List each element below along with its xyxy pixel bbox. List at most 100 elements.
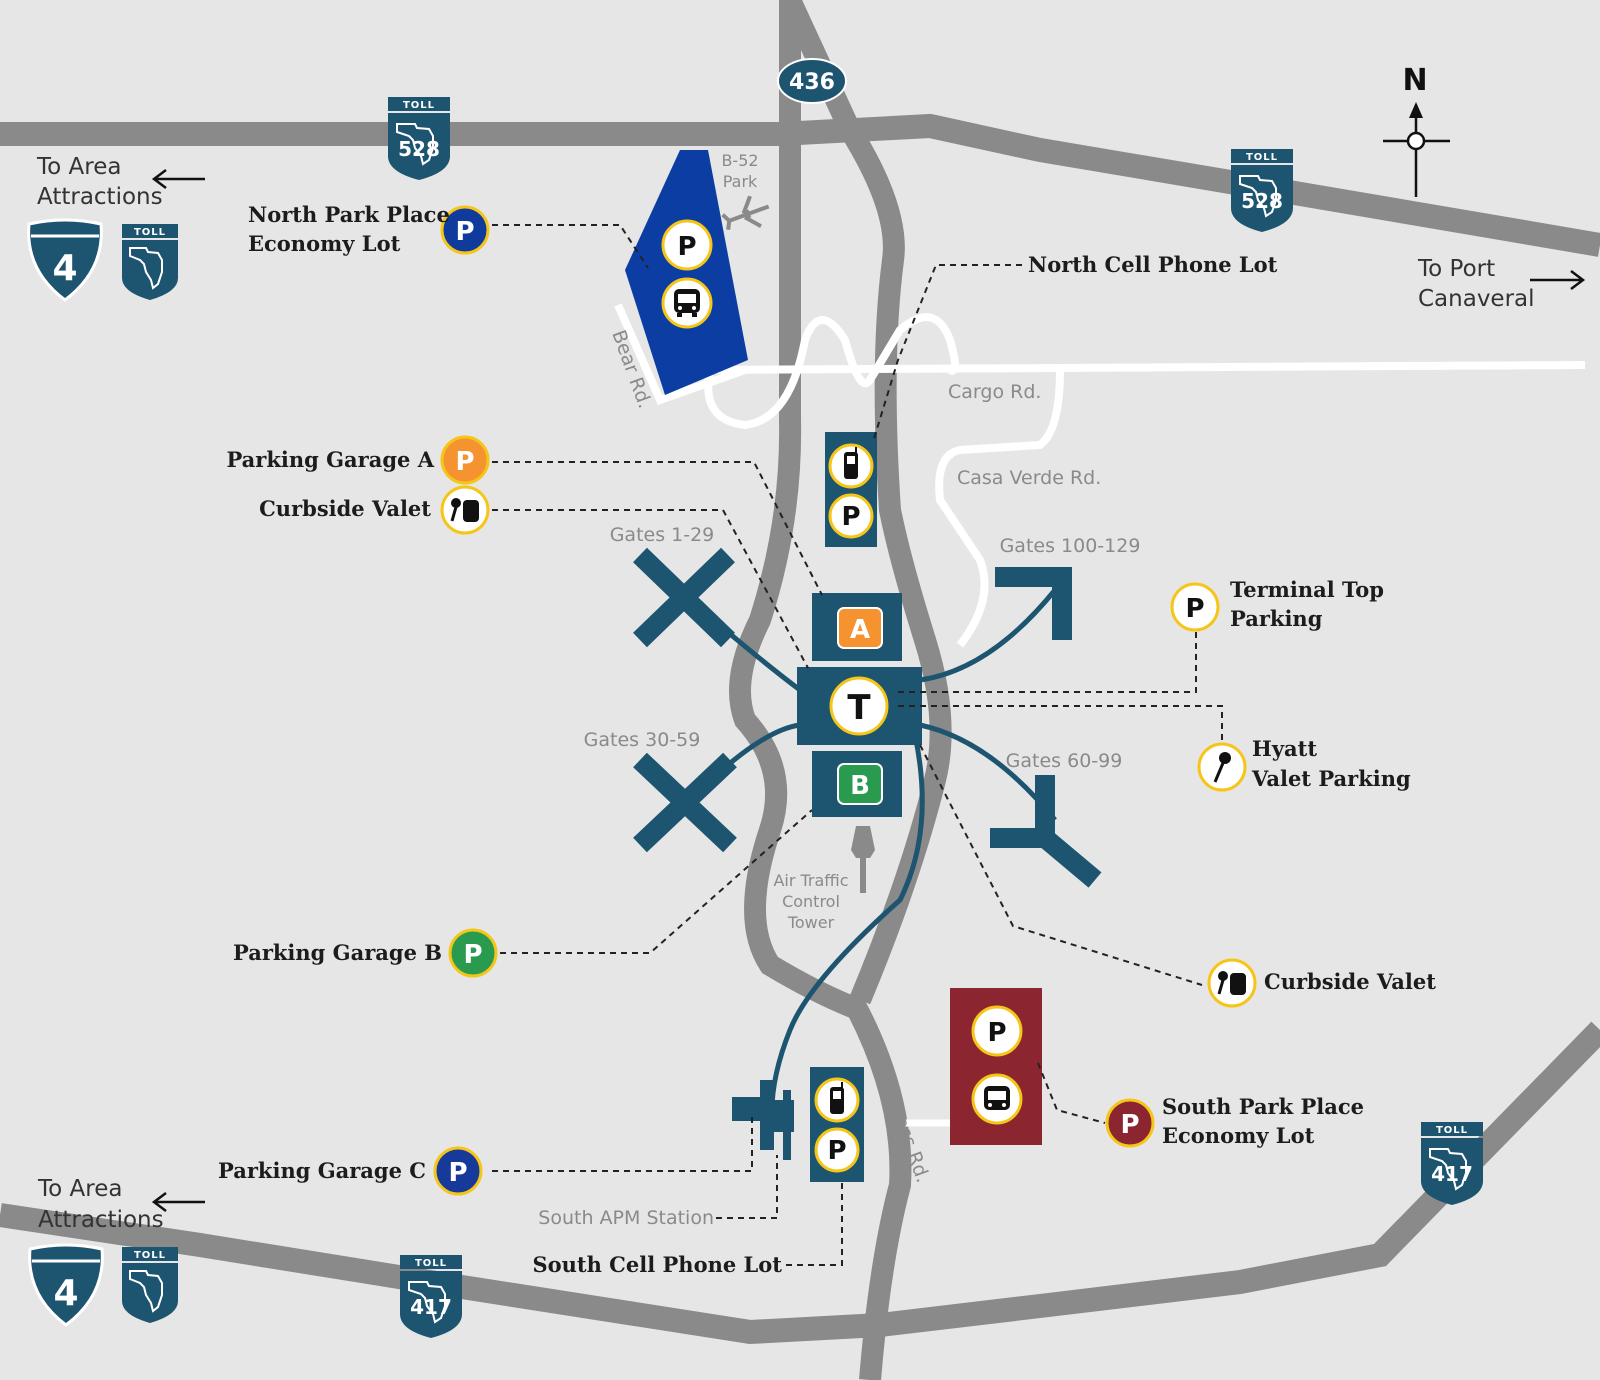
north-park-place-icon[interactable]: P <box>440 205 490 255</box>
valet-key-icon <box>1213 752 1231 783</box>
svg-text:436: 436 <box>789 70 835 95</box>
b52-park: B-52 Park <box>721 151 770 230</box>
svg-text:4: 4 <box>52 248 77 289</box>
connector-gates-100-129 <box>919 588 1057 683</box>
south-apm-label: South APM Station <box>538 1207 714 1229</box>
hyatt-label-2: Valet Parking <box>1251 766 1411 791</box>
svg-text:TOLL: TOLL <box>134 1250 166 1261</box>
curbside-valet-east-icon[interactable] <box>1207 958 1257 1008</box>
apm-track <box>769 734 925 1121</box>
svg-text:Park: Park <box>723 172 758 191</box>
gates-1-29-label: Gates 1-29 <box>610 524 715 546</box>
bear-road <box>614 303 747 406</box>
curbside-valet-west-icon[interactable] <box>440 485 490 535</box>
svg-text:Tower: Tower <box>787 913 835 932</box>
gates-1-29-airside[interactable] <box>633 547 735 648</box>
sr417-shield-south: TOLL 417 <box>399 1254 463 1339</box>
svg-text:417: 417 <box>410 1295 452 1319</box>
terminal-top-label-2: Parking <box>1230 606 1323 631</box>
south-park-place-icon[interactable]: P <box>1105 1098 1155 1148</box>
svg-text:To Port: To Port <box>1417 256 1495 282</box>
svg-text:P: P <box>448 1158 467 1188</box>
svg-text:Canaveral: Canaveral <box>1418 286 1535 312</box>
south-apm-station[interactable] <box>732 1080 794 1160</box>
gates-30-59-airside[interactable] <box>633 752 737 853</box>
garage-c-icon[interactable]: P <box>433 1146 483 1196</box>
south-park-place-lot[interactable]: P <box>950 988 1042 1145</box>
phone-icon-south <box>830 1082 844 1114</box>
north-park-place-lot[interactable]: P <box>625 150 748 395</box>
sr528-shield-west: TOLL 528 <box>387 96 451 181</box>
garage-b-icon[interactable]: P <box>448 928 498 978</box>
south-access-road <box>845 999 912 1380</box>
gates-100-129-label: Gates 100-129 <box>1000 535 1141 557</box>
garage-a-label: Parking Garage A <box>226 447 434 472</box>
svg-text:Attractions: Attractions <box>37 184 163 210</box>
cargo-loops <box>704 313 959 430</box>
casa-verde-road <box>935 369 1064 648</box>
east-direction: To Port Canaveral <box>1417 256 1586 312</box>
curbside-valet-west-label: Curbside Valet <box>259 496 431 521</box>
sr528-shield-east: TOLL 528 <box>1230 148 1294 233</box>
curbside-valet-east-label: Curbside Valet <box>1264 969 1436 994</box>
north-park-label-1: North Park Place <box>248 202 450 227</box>
phone-icon <box>844 447 858 479</box>
i4-shield-nw: 4 <box>27 218 103 302</box>
south-park-label-2: Economy Lot <box>1162 1123 1315 1148</box>
svg-text:To Area: To Area <box>36 154 121 180</box>
terminal-top-parking-icon[interactable]: P <box>1170 582 1220 632</box>
svg-text:TOLL: TOLL <box>415 1258 447 1269</box>
hyatt-valet-icon[interactable] <box>1197 742 1247 792</box>
sw-direction: To Area Attractions <box>37 1176 205 1233</box>
bus-icon-south <box>984 1086 1010 1110</box>
svg-text:TOLL: TOLL <box>1246 152 1278 163</box>
svg-text:Attractions: Attractions <box>38 1207 164 1233</box>
gates-30-59-label: Gates 30-59 <box>584 729 701 751</box>
svg-text:P: P <box>455 217 474 247</box>
south-cell-label: South Cell Phone Lot <box>532 1252 782 1277</box>
svg-text:P: P <box>827 1136 846 1166</box>
casa-verde-label: Casa Verde Rd. <box>957 467 1101 489</box>
gates-100-129-airside[interactable] <box>995 567 1072 640</box>
south-park-label-1: South Park Place <box>1162 1094 1364 1119</box>
svg-text:4: 4 <box>53 1273 78 1314</box>
gates-60-99-airside[interactable] <box>990 775 1102 888</box>
north-park-label-2: Economy Lot <box>248 231 401 256</box>
svg-text:528: 528 <box>1241 189 1283 213</box>
west-access-road <box>729 0 864 1021</box>
svg-text:417: 417 <box>1431 1162 1473 1186</box>
svg-text:P: P <box>1185 594 1204 624</box>
cargo-road <box>694 361 1586 374</box>
gates-60-99-label: Gates 60-99 <box>1006 750 1123 772</box>
control-tower: Air Traffic Control Tower <box>773 826 875 932</box>
north-cell-lot[interactable]: P <box>825 432 877 547</box>
turnpike-shield-sw: TOLL <box>121 1246 179 1324</box>
svg-text:P: P <box>463 940 482 970</box>
sr417-shield-east: TOLL 417 <box>1420 1121 1484 1206</box>
svg-text:TOLL: TOLL <box>1436 1125 1468 1136</box>
svg-text:P: P <box>1120 1110 1139 1140</box>
svg-text:P: P <box>841 502 860 532</box>
svg-text:P: P <box>455 447 474 477</box>
svg-text:N: N <box>1402 63 1427 98</box>
terminal-b-label: B <box>850 771 870 801</box>
terminal-a-label: A <box>850 615 870 645</box>
hyatt-label-1: Hyatt <box>1252 736 1317 761</box>
south-cell-lot[interactable]: P <box>810 1067 864 1182</box>
svg-text:528: 528 <box>398 137 440 161</box>
svg-text:TOLL: TOLL <box>403 100 435 111</box>
svg-text:B-52: B-52 <box>721 151 758 170</box>
valet-key-icon <box>450 498 479 522</box>
svg-text:Air Traffic: Air Traffic <box>773 871 848 890</box>
leader-lines <box>492 224 1223 1266</box>
svg-text:Control: Control <box>782 892 840 911</box>
terminal-complex[interactable]: A T B <box>633 547 1102 1121</box>
nw-direction: To Area Attractions <box>36 154 205 210</box>
turnpike-shield-nw: TOLL <box>121 223 179 301</box>
garage-a-icon[interactable]: P <box>440 435 490 485</box>
terminal-top-label-1: Terminal Top <box>1230 577 1384 602</box>
valet-key-icon <box>1217 971 1246 995</box>
garage-b-label: Parking Garage B <box>233 940 442 965</box>
sr436-shield: 436 <box>777 58 847 104</box>
